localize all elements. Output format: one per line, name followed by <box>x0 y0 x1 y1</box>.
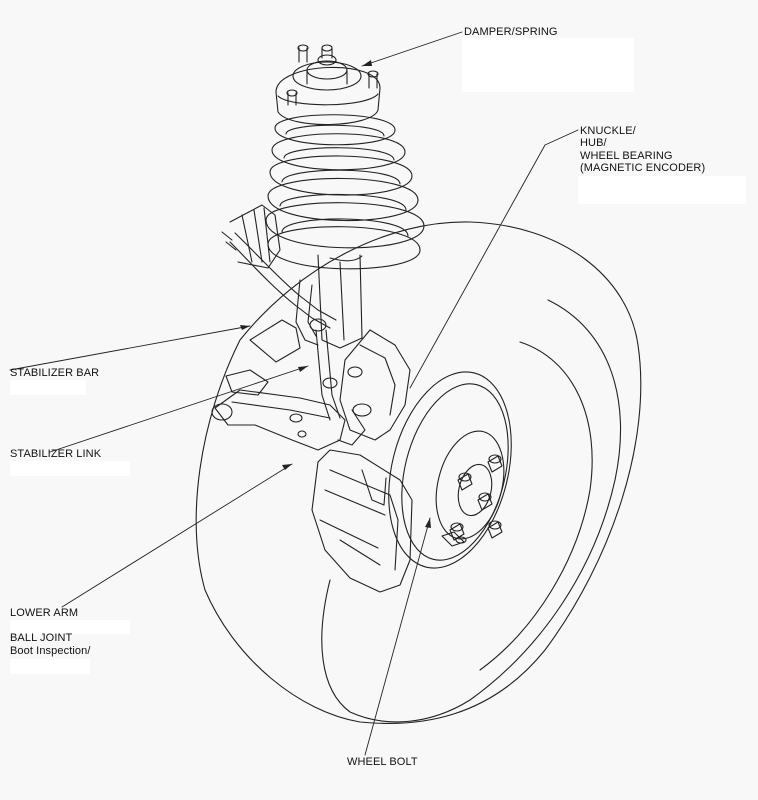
leader-lines <box>9 31 579 756</box>
annotation-box-lower-arm <box>10 620 130 634</box>
wheel-bolts <box>441 454 503 547</box>
knuckle <box>337 329 411 446</box>
leader-wheel-bolt <box>364 517 431 756</box>
label-stabilizer-link: STABILIZER LINK <box>10 448 102 460</box>
stabilizer-bar <box>229 232 341 421</box>
label-boot-inspection: Boot Inspection/ <box>10 645 91 657</box>
strut <box>317 254 363 349</box>
label-knuckle-line1: KNUCKLE/ <box>580 125 636 137</box>
annotation-box-stabilizer-link <box>10 461 130 476</box>
label-ball-joint: BALL JOINT <box>10 632 73 644</box>
leader-stabilizer-bar <box>9 325 251 371</box>
annotation-box-stabilizer-bar <box>10 380 86 395</box>
label-knuckle-line3: WHEEL BEARING <box>580 150 673 162</box>
label-stabilizer-bar: STABILIZER BAR <box>10 367 100 379</box>
upper-mount <box>275 44 381 126</box>
label-wheel-bolt: WHEEL BOLT <box>347 756 418 768</box>
leader-lower-arm <box>61 463 293 608</box>
lower-arm <box>211 369 346 451</box>
brake-caliper <box>311 449 413 593</box>
leader-damper-spring <box>361 31 463 67</box>
brake-disc <box>388 371 512 569</box>
tire <box>195 221 642 724</box>
label-knuckle-line4: (MAGNETIC ENCODER) <box>580 162 706 174</box>
coil-spring <box>265 114 425 270</box>
label-knuckle-line2: HUB/ <box>580 137 607 149</box>
annotation-box-damper <box>462 38 634 92</box>
annotation-box-knuckle <box>578 176 746 204</box>
driveshaft-boot <box>221 204 281 269</box>
annotation-box-ball-joint <box>10 659 90 674</box>
leader-knuckle <box>409 129 579 389</box>
label-lower-arm: LOWER ARM <box>10 607 79 619</box>
label-damper-spring: DAMPER/SPRING <box>464 26 558 38</box>
leader-stabilizer-link <box>49 365 309 453</box>
